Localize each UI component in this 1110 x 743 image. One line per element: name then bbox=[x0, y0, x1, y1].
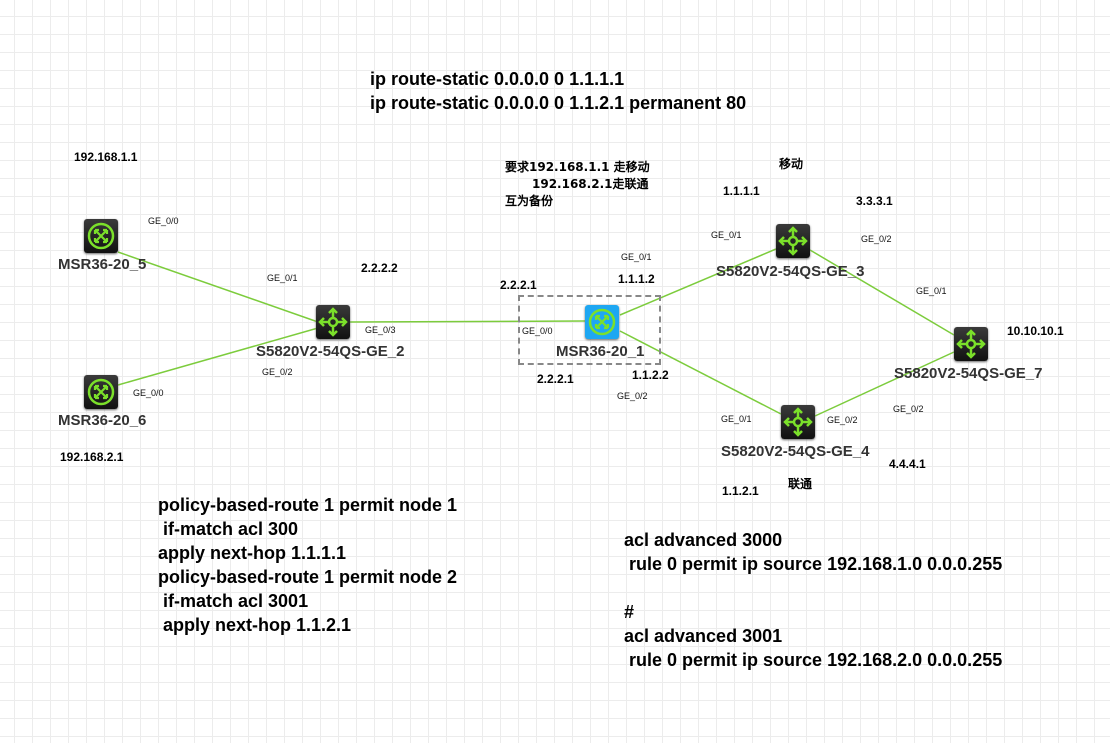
ip-label: 4.4.4.1 bbox=[889, 457, 926, 471]
config-line: rule 0 permit ip source 192.168.2.0 0.0.… bbox=[624, 650, 1003, 670]
link-msr1-sw3[interactable] bbox=[619, 248, 777, 316]
link-msr5-sw2[interactable] bbox=[117, 251, 319, 323]
link-sw2-msr1[interactable] bbox=[349, 320, 586, 323]
config-line: acl advanced 3001 bbox=[624, 626, 783, 646]
l3-switch-icon[interactable] bbox=[316, 305, 350, 339]
device-label: S5820V2-54QS-GE_2 bbox=[256, 343, 405, 360]
port-label: GE_0/1 bbox=[711, 230, 742, 240]
router-icon[interactable] bbox=[84, 219, 118, 253]
config-line: policy-based-route 1 permit node 1 bbox=[158, 495, 458, 515]
link-msr6-sw2[interactable] bbox=[117, 327, 319, 386]
config-line: if-match acl 3001 bbox=[158, 591, 309, 611]
ip-label: 1.1.1.2 bbox=[618, 272, 655, 286]
note-line: 要求192.168.1.1 走移动 bbox=[505, 160, 650, 174]
acl-config: acl advanced 3000 rule 0 permit ip sourc… bbox=[624, 528, 1002, 672]
ip-label: 3.3.3.1 bbox=[856, 194, 893, 208]
policy-config: policy-based-route 1 permit node 1 if-ma… bbox=[158, 493, 457, 637]
port-label: GE_0/2 bbox=[861, 234, 892, 244]
device-label: MSR36-20_5 bbox=[58, 256, 147, 273]
port-label: GE_0/1 bbox=[621, 252, 652, 262]
ip-label: 10.10.10.1 bbox=[1007, 324, 1064, 338]
ip-label: 1.1.2.2 bbox=[632, 368, 669, 382]
ip-label: 192.168.2.1 bbox=[60, 450, 124, 464]
port-label: GE_0/3 bbox=[365, 325, 396, 335]
ip-label: 2.2.2.1 bbox=[500, 278, 537, 292]
port-label: GE_0/0 bbox=[522, 326, 553, 336]
ip-label: 2.2.2.1 bbox=[537, 372, 574, 386]
ip-label: 2.2.2.2 bbox=[361, 261, 398, 275]
router-icon[interactable] bbox=[585, 305, 619, 339]
config-line: # bbox=[624, 602, 635, 622]
selection-box bbox=[518, 295, 661, 365]
ip-label: 1.1.2.1 bbox=[722, 484, 759, 498]
link-msr1-sw4[interactable] bbox=[619, 330, 782, 415]
port-label: GE_0/0 bbox=[133, 388, 164, 398]
blank-line bbox=[624, 576, 1002, 600]
isp-label: 移动 bbox=[779, 157, 804, 171]
ip-label: 192.168.1.1 bbox=[74, 150, 138, 164]
port-label: GE_0/2 bbox=[262, 367, 293, 377]
config-top: ip route-static 0.0.0.0 0 1.1.1.1 ip rout… bbox=[370, 67, 746, 115]
port-label: GE_0/1 bbox=[916, 286, 947, 296]
device-label: MSR36-20_6 bbox=[58, 412, 147, 429]
isp-label: 联通 bbox=[788, 477, 813, 491]
router-icon[interactable] bbox=[84, 375, 118, 409]
note-line: 192.168.2.1走联通 bbox=[532, 177, 649, 191]
port-label: GE_0/2 bbox=[617, 391, 648, 401]
config-line: acl advanced 3000 bbox=[624, 530, 783, 550]
port-label: GE_0/2 bbox=[893, 404, 924, 414]
device-label: MSR36-20_1 bbox=[556, 343, 645, 360]
device-label: S5820V2-54QS-GE_3 bbox=[716, 263, 865, 280]
l3-switch-icon[interactable] bbox=[776, 224, 810, 258]
l3-switch-icon[interactable] bbox=[954, 327, 988, 361]
l3-switch-icon[interactable] bbox=[781, 405, 815, 439]
config-line: if-match acl 300 bbox=[158, 519, 299, 539]
device-label: S5820V2-54QS-GE_4 bbox=[721, 443, 870, 460]
config-line: ip route-static 0.0.0.0 0 1.1.1.1 bbox=[370, 69, 625, 89]
note-line: 互为备份 bbox=[505, 194, 554, 208]
config-line: apply next-hop 1.1.2.1 bbox=[158, 615, 352, 635]
config-line: rule 0 permit ip source 192.168.1.0 0.0.… bbox=[624, 554, 1003, 574]
device-label: S5820V2-54QS-GE_7 bbox=[894, 365, 1043, 382]
port-label: GE_0/1 bbox=[721, 414, 752, 424]
link-sw3-sw7[interactable] bbox=[809, 249, 955, 336]
link-sw4-sw7[interactable] bbox=[814, 351, 955, 417]
ip-label: 1.1.1.1 bbox=[723, 184, 760, 198]
port-label: GE_0/0 bbox=[148, 216, 179, 226]
config-line: policy-based-route 1 permit node 2 bbox=[158, 567, 458, 587]
port-label: GE_0/1 bbox=[267, 273, 298, 283]
config-line: apply next-hop 1.1.1.1 bbox=[158, 543, 347, 563]
port-label: GE_0/2 bbox=[827, 415, 858, 425]
config-line: ip route-static 0.0.0.0 0 1.1.2.1 perman… bbox=[370, 93, 747, 113]
